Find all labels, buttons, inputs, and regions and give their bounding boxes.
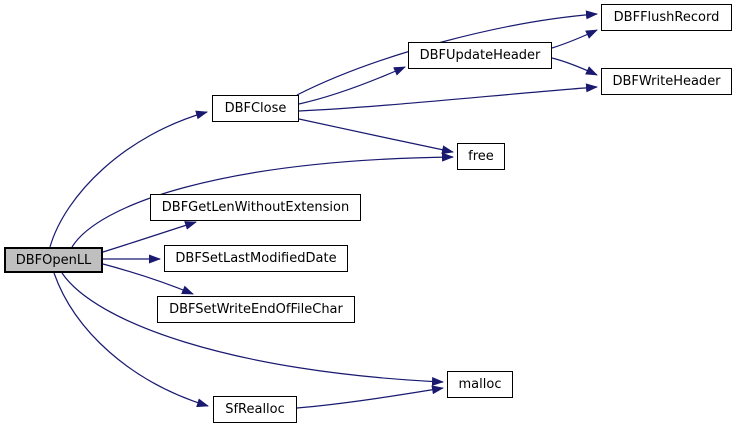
graph-node-malloc[interactable]: malloc xyxy=(447,371,513,398)
edge-DBFOpenLL-to-DBFSetWriteEndOfFileChar xyxy=(102,263,194,295)
graph-node-DBFSetLastModifiedDate[interactable]: DBFSetLastModifiedDate xyxy=(164,245,348,272)
edge-DBFOpenLL-to-free xyxy=(71,152,454,248)
edge-DBFOpenLL-to-DBFClose xyxy=(49,110,208,248)
graph-node-DBFGetLenWithoutExtension[interactable]: DBFGetLenWithoutExtension xyxy=(150,194,361,221)
graph-node-DBFFlushRecord[interactable]: DBFFlushRecord xyxy=(601,4,732,31)
graph-node-DBFClose[interactable]: DBFClose xyxy=(212,95,299,122)
edge-DBFOpenLL-to-malloc xyxy=(61,272,444,386)
graph-node-SfRealloc[interactable]: SfRealloc xyxy=(213,396,297,423)
edge-DBFClose-to-DBFWriteHeader xyxy=(298,83,598,112)
graph-node-DBFUpdateHeader[interactable]: DBFUpdateHeader xyxy=(408,42,552,69)
edge-DBFClose-to-DBFFlushRecord xyxy=(296,10,598,96)
graph-node-DBFOpenLL: DBFOpenLL xyxy=(4,247,103,273)
graph-node-free[interactable]: free xyxy=(457,143,505,170)
edge-DBFUpdateHeader-to-DBFFlushRecord xyxy=(551,29,598,49)
graph-node-DBFWriteHeader[interactable]: DBFWriteHeader xyxy=(601,68,732,95)
edge-DBFOpenLL-to-SfRealloc xyxy=(53,272,209,408)
graph-node-DBFSetWriteEndOfFileChar[interactable]: DBFSetWriteEndOfFileChar xyxy=(157,296,355,323)
edge-DBFClose-to-DBFUpdateHeader xyxy=(298,66,406,105)
edge-DBFUpdateHeader-to-DBFWriteHeader xyxy=(551,57,598,76)
edge-DBFClose-to-free xyxy=(298,118,454,155)
edges-group xyxy=(49,10,598,409)
edge-DBFOpenLL-to-DBFGetLenWithoutExtension xyxy=(102,221,197,253)
edge-SfRealloc-to-malloc xyxy=(296,385,444,409)
